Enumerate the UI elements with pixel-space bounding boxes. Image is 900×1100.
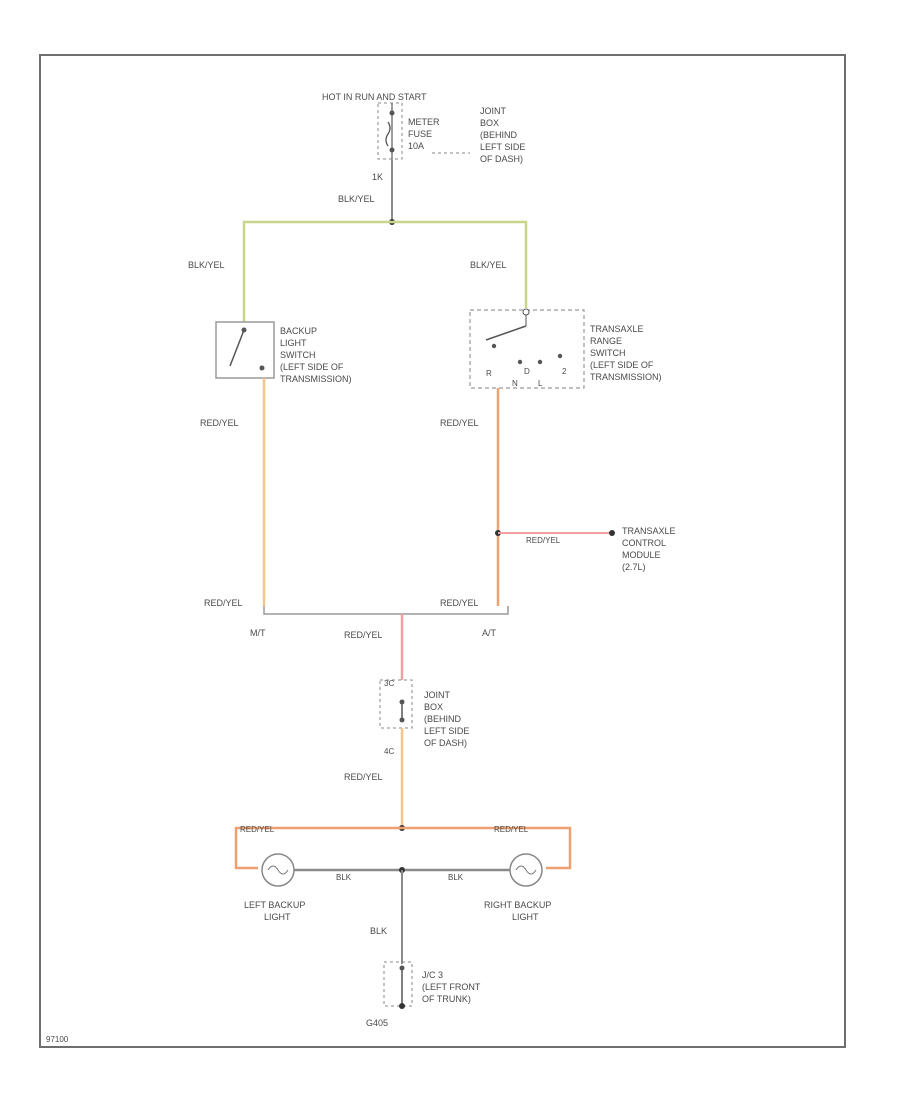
left-backup-light-label-1: LEFT BACKUP bbox=[244, 900, 305, 910]
lower-junction-label-1: JOINT bbox=[424, 690, 451, 700]
range-pos-2: 2 bbox=[562, 367, 567, 376]
blk-yel-left-label: BLK/YEL bbox=[188, 260, 225, 270]
range-pos-n: N bbox=[512, 379, 518, 388]
fuse-label-3: 10A bbox=[408, 141, 424, 151]
upper-junction-label-4: LEFT SIDE bbox=[480, 142, 525, 152]
at-option-label: A/T bbox=[482, 628, 497, 638]
upper-pin-label: 1K bbox=[372, 172, 383, 182]
right-backup-light-filament bbox=[515, 865, 537, 875]
power-source-label: HOT IN RUN AND START bbox=[322, 92, 427, 102]
blk-right-label: BLK bbox=[448, 873, 464, 882]
red-yel-center-label: RED/YEL bbox=[344, 630, 383, 640]
left-backup-light-label-2: LIGHT bbox=[264, 912, 291, 922]
backup-switch-terminal-bottom bbox=[259, 365, 265, 371]
range-switch-input-terminal bbox=[522, 308, 530, 316]
upper-junction-label-2: BOX bbox=[480, 118, 499, 128]
ground-junction-terminal bbox=[399, 965, 405, 971]
red-yel-lamp-right-wire bbox=[402, 826, 572, 870]
range-pos-l: L bbox=[538, 379, 543, 388]
red-yel-lamp-right-label: RED/YEL bbox=[494, 825, 529, 834]
backup-light-switch bbox=[215, 321, 275, 379]
blk-yel-branch bbox=[242, 220, 528, 322]
ground-icon bbox=[399, 1003, 405, 1009]
backup-switch-contact bbox=[229, 329, 245, 367]
lower-joint-box-outline bbox=[379, 679, 413, 729]
option-bus bbox=[263, 606, 509, 615]
upper-junction-label-5: OF DASH) bbox=[480, 154, 523, 164]
ground-label-1: J/C 3 bbox=[422, 970, 443, 980]
fuse-terminal-bottom bbox=[389, 147, 395, 153]
ground-label-2: (LEFT FRONT bbox=[422, 982, 481, 992]
red-yel-left-label: RED/YEL bbox=[200, 418, 239, 428]
range-switch-label-5: TRANSMISSION) bbox=[590, 372, 662, 382]
fuse-label-1: METER bbox=[408, 117, 440, 127]
red-yel-lamp-left-label: RED/YEL bbox=[240, 825, 275, 834]
fuse-terminal-top bbox=[389, 110, 395, 116]
upper-joint-box-outline bbox=[377, 102, 403, 160]
red-yel-lower-label: RED/YEL bbox=[344, 772, 383, 782]
red-yel-right-label: RED/YEL bbox=[440, 418, 479, 428]
range-switch-contact-r bbox=[491, 343, 497, 349]
left-backup-light-filament bbox=[267, 865, 289, 875]
range-pos-r: R bbox=[486, 369, 492, 378]
backup-switch-label-1: BACKUP bbox=[280, 326, 317, 336]
blk-ground-label: BLK bbox=[370, 926, 387, 936]
right-backup-light-label-2: LIGHT bbox=[512, 912, 539, 922]
red-yel-tcm-label: RED/YEL bbox=[526, 536, 561, 545]
backup-switch-label-5: TRANSMISSION) bbox=[280, 374, 352, 384]
ground-id-label: G405 bbox=[366, 1018, 388, 1028]
tcm-label-3: MODULE bbox=[622, 550, 661, 560]
mt-option-label: M/T bbox=[250, 628, 266, 638]
lower-junction-terminal-top bbox=[399, 699, 405, 705]
lower-pin-top: 3C bbox=[384, 679, 394, 688]
backup-switch-label-2: LIGHT bbox=[280, 338, 307, 348]
lower-pin-bottom: 4C bbox=[384, 747, 394, 756]
fuse-label-2: FUSE bbox=[408, 129, 432, 139]
ground-junction-outline bbox=[383, 961, 413, 1007]
range-switch-contact-n bbox=[517, 359, 523, 365]
range-pos-d: D bbox=[524, 367, 530, 376]
range-switch-wiper bbox=[485, 325, 527, 341]
figure-id: 97100 bbox=[46, 1035, 69, 1044]
upper-junction-label-1: JOINT bbox=[480, 106, 507, 116]
range-switch-label-1: TRANSAXLE bbox=[590, 324, 644, 334]
tcm-label-4: (2.7L) bbox=[622, 562, 646, 572]
ground-label-3: OF TRUNK) bbox=[422, 994, 471, 1004]
backup-switch-label-4: (LEFT SIDE OF bbox=[280, 362, 344, 372]
tcm-label-1: TRANSAXLE bbox=[622, 526, 676, 536]
tcm-terminal bbox=[609, 530, 615, 536]
range-switch-contact-d bbox=[537, 359, 543, 365]
red-yel-left-low-label: RED/YEL bbox=[204, 598, 243, 608]
range-switch-label-3: SWITCH bbox=[590, 348, 626, 358]
tcm-label-2: CONTROL bbox=[622, 538, 666, 548]
meter-fuse-icon bbox=[385, 121, 391, 147]
range-switch-label-4: (LEFT SIDE OF bbox=[590, 360, 654, 370]
upper-junction-label-3: (BEHIND bbox=[480, 130, 518, 140]
lower-junction-terminal-bottom bbox=[399, 717, 405, 723]
range-switch-contact-2 bbox=[557, 353, 563, 359]
red-yel-right-low-label: RED/YEL bbox=[440, 598, 479, 608]
lower-junction-label-3: (BEHIND bbox=[424, 714, 462, 724]
blk-left-label: BLK bbox=[336, 873, 352, 882]
right-backup-light-label-1: RIGHT BACKUP bbox=[484, 900, 551, 910]
lower-junction-label-2: BOX bbox=[424, 702, 443, 712]
blk-yel-right-label: BLK/YEL bbox=[470, 260, 507, 270]
range-switch-label-2: RANGE bbox=[590, 336, 622, 346]
lower-junction-label-5: OF DASH) bbox=[424, 738, 467, 748]
blk-yel-top-label: BLK/YEL bbox=[338, 194, 375, 204]
diagram-frame bbox=[39, 54, 846, 1048]
lower-junction-label-4: LEFT SIDE bbox=[424, 726, 469, 736]
red-yel-lamp-left-wire bbox=[234, 826, 402, 870]
backup-switch-label-3: SWITCH bbox=[280, 350, 316, 360]
